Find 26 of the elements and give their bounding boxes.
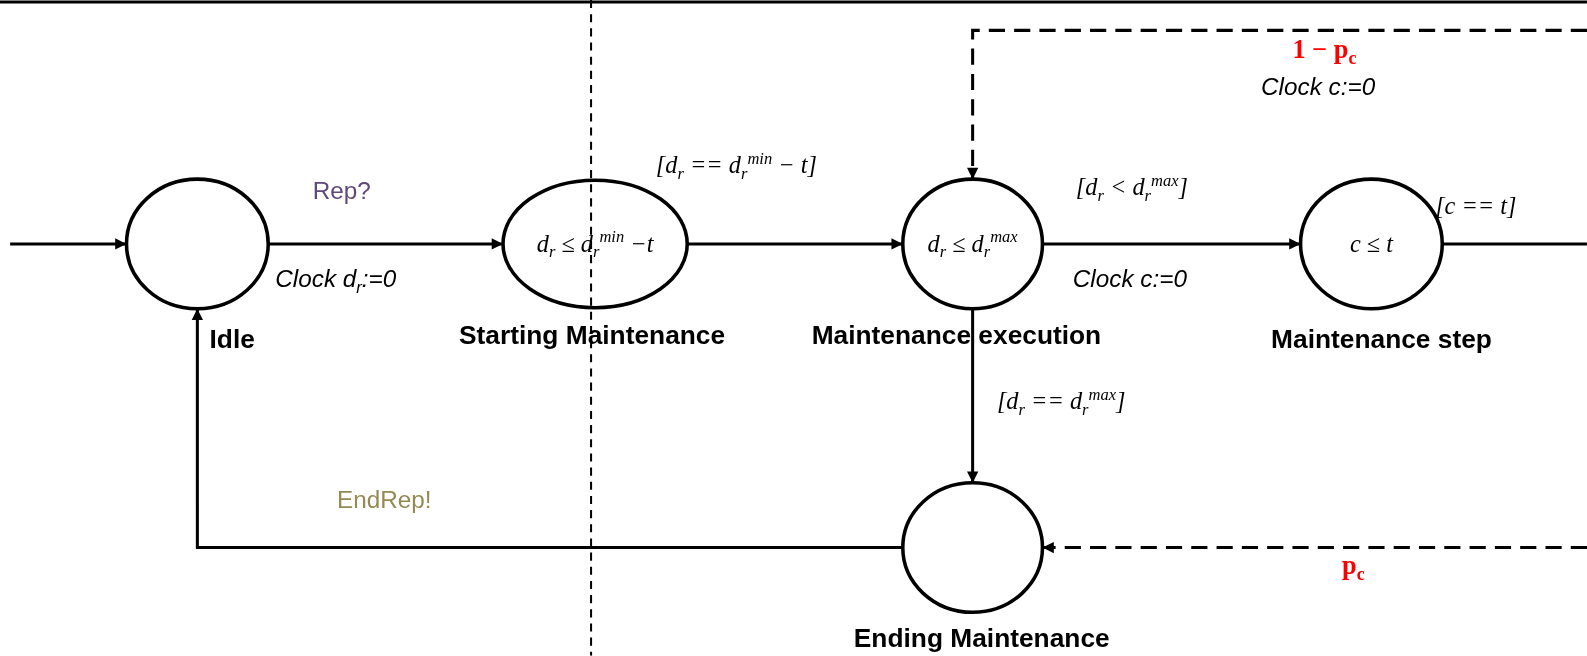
transition-arrow: [967, 308, 979, 483]
edge-label: p$_{c}$: [1342, 550, 1365, 581]
transition-arrow: [191, 308, 903, 550]
transition-arrow: [268, 238, 503, 250]
transition-arrow: [10, 238, 127, 250]
transition-arrow: [1042, 541, 1587, 554]
edge-label: EndRep!: [337, 485, 432, 515]
edge-label: [d$_{r}$ == d$_{r}$$^{min}$ − t]: [655, 151, 817, 180]
edge-label: [d$_{r}$ == d$_{r}$$^{max}$]: [996, 387, 1126, 415]
edge-label: [d$_{r}$ < d$_{r}$$^{max}$]: [1075, 174, 1188, 202]
transition-arrow: [687, 238, 903, 250]
edge-label: [c == t]: [1435, 192, 1517, 220]
state-name: Starting Maintenance: [458, 319, 727, 352]
invariant-formula: d$_{r}$ ≤ d$_{r}$$^{min}$ −t: [536, 230, 654, 258]
transition-arrow: [1042, 238, 1301, 250]
invariant-formula: c ≤ t: [1349, 230, 1393, 258]
state-name: Idle: [209, 323, 255, 356]
clock-reset-label: Clock c:=0: [1261, 72, 1376, 102]
transition-arrow: [967, 28, 1587, 180]
state-name: Maintenance execution: [810, 319, 1103, 352]
state-name: Ending Maintenance: [852, 622, 1111, 654]
clock-reset-label: Clock d$_{r}$:=0: [275, 265, 397, 294]
edge-label: Rep?: [312, 177, 371, 206]
clock-reset-label: Clock c:=0: [1072, 265, 1187, 294]
state-name: Maintenance step: [1270, 323, 1493, 356]
edge-label: 1 − p$_{c}$: [1292, 34, 1357, 65]
